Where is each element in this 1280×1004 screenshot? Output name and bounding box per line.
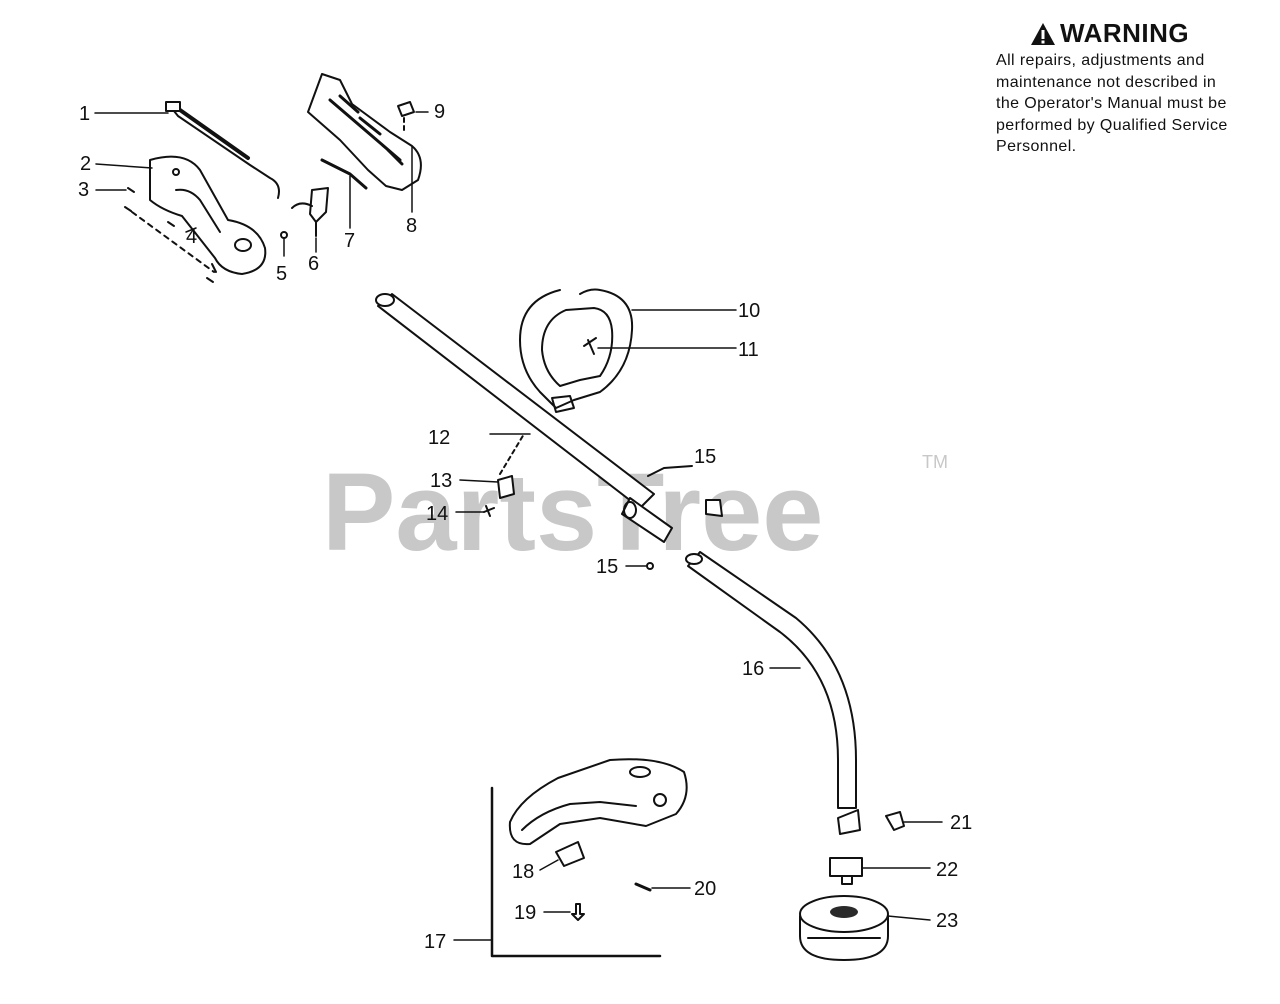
warning-line: maintenance not described in [996, 73, 1217, 91]
part-22-adapter [829, 857, 863, 885]
watermark-tm: TM [922, 452, 948, 472]
callout-2: 2 [80, 153, 91, 175]
warning-title: WARNING [1060, 18, 1190, 48]
part-housing-cover [149, 155, 267, 275]
callout-22: 22 [936, 859, 958, 881]
part-18-bracket [555, 841, 585, 867]
part-9-knob [397, 101, 415, 117]
callout-8: 8 [406, 215, 417, 237]
callout-4: 4 [186, 226, 197, 248]
callout-15b: 15 [596, 556, 618, 578]
callout-9: 9 [434, 101, 445, 123]
callout-11: 11 [738, 339, 759, 361]
part-handle-housing [307, 73, 422, 191]
callout-7: 7 [344, 230, 355, 252]
warning-line: All repairs, adjustments and [996, 52, 1205, 69]
callout-3: 3 [78, 179, 89, 201]
part-23-trimmer-head [799, 895, 889, 961]
part-19-pin [571, 903, 585, 921]
warning-line: performed by Qualified Service [996, 116, 1228, 134]
part-lever [320, 158, 368, 190]
callout-18: 18 [512, 861, 534, 883]
warning-line: Personnel. [996, 138, 1077, 155]
part-17-guard [490, 758, 688, 958]
callout-14: 14 [426, 503, 448, 525]
callout-21: 21 [950, 812, 972, 834]
warning-body: All repairs, adjustments and maintenance… [996, 50, 1266, 158]
warning-notice: WARNING All repairs, adjustments and mai… [996, 18, 1266, 158]
part-lower-shaft [685, 551, 857, 809]
part-coupler [621, 465, 723, 570]
callout-12: 12 [428, 427, 450, 449]
callout-20: 20 [694, 878, 716, 900]
part-trigger [291, 187, 329, 237]
part-clamp-bracket [837, 809, 861, 835]
part-5-nut [280, 231, 288, 239]
warning-triangle-icon [1031, 22, 1055, 45]
part-screws [124, 187, 217, 283]
callout-6: 6 [308, 253, 319, 275]
watermark-text: PartsTree [322, 451, 823, 574]
callout-labels: 1 2 3 4 5 6 7 8 9 10 11 12 13 14 15 15 1… [78, 101, 972, 953]
callout-15a: 15 [694, 446, 716, 468]
part-11-bolt [583, 337, 597, 355]
part-upper-shaft [375, 293, 655, 509]
callout-13: 13 [430, 470, 452, 492]
part-13-nut [497, 475, 515, 499]
part-14-screw [483, 505, 495, 517]
callout-17: 17 [424, 931, 446, 953]
part-21-clamp [885, 811, 905, 831]
warning-line: the Operator's Manual must be [996, 95, 1227, 112]
part-20-screw [634, 882, 652, 892]
warning-heading: WARNING [996, 18, 1266, 49]
callout-1: 1 [79, 103, 90, 125]
callout-5: 5 [276, 263, 287, 285]
part-throttle-cable [165, 101, 280, 199]
callout-23: 23 [936, 910, 958, 932]
callout-10: 10 [738, 300, 760, 322]
callout-19: 19 [514, 902, 536, 924]
callout-16: 16 [742, 658, 764, 680]
part-loop-handle [519, 288, 634, 413]
leader-lines [94, 111, 943, 941]
